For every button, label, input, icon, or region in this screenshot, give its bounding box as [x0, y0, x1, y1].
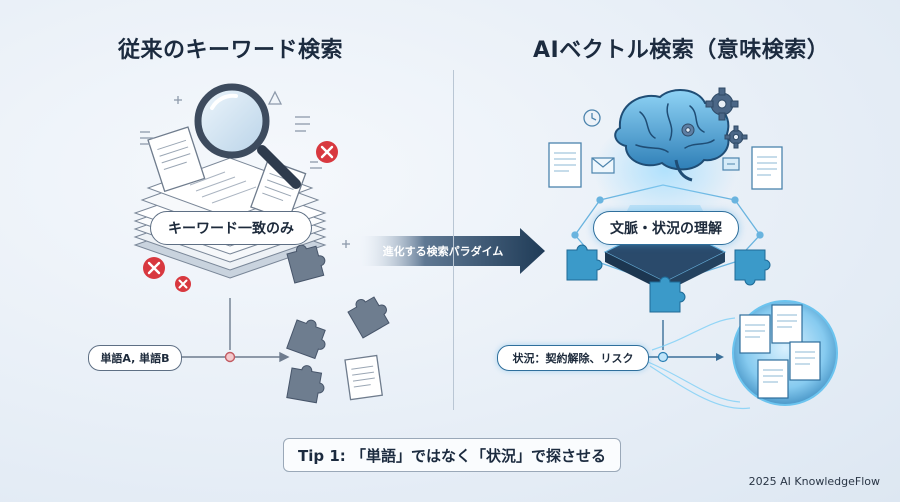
situation-query-label: 状況：契約解除、リスク [497, 345, 649, 371]
right-connector [647, 317, 751, 410]
puzzle-icon [286, 244, 390, 404]
document-icon [739, 304, 821, 399]
document-icon [344, 354, 383, 401]
gear-icon [681, 87, 748, 149]
chip-icon [722, 157, 740, 171]
center-divider [453, 70, 454, 410]
context-understanding-label: 文脈・状況の理解 [593, 211, 739, 245]
document-icon [548, 142, 783, 190]
brain-icon [614, 89, 730, 182]
paradigm-arrow-label: 進化する検索パラダイム [382, 245, 504, 258]
right-title: AIベクトル検索（意味検索） [533, 38, 830, 63]
magnifier-icon [194, 83, 301, 189]
envelope-icon [591, 157, 615, 174]
clock-icon [583, 109, 601, 127]
puzzle-icon [566, 244, 771, 313]
left-connector [180, 298, 290, 363]
left-title: 従来のキーワード検索 [118, 38, 344, 63]
error-icon [143, 141, 338, 292]
paradigm-arrow [360, 228, 545, 274]
keyword-query-label: 単語A, 単語B [88, 345, 182, 371]
keyword-match-label: キーワード一致のみ [150, 211, 312, 245]
tip-box: Tip 1: 「単語」ではなく「状況」で探させる [283, 438, 621, 472]
brand-footer: 2025 AI KnowledgeFlow [748, 475, 880, 488]
